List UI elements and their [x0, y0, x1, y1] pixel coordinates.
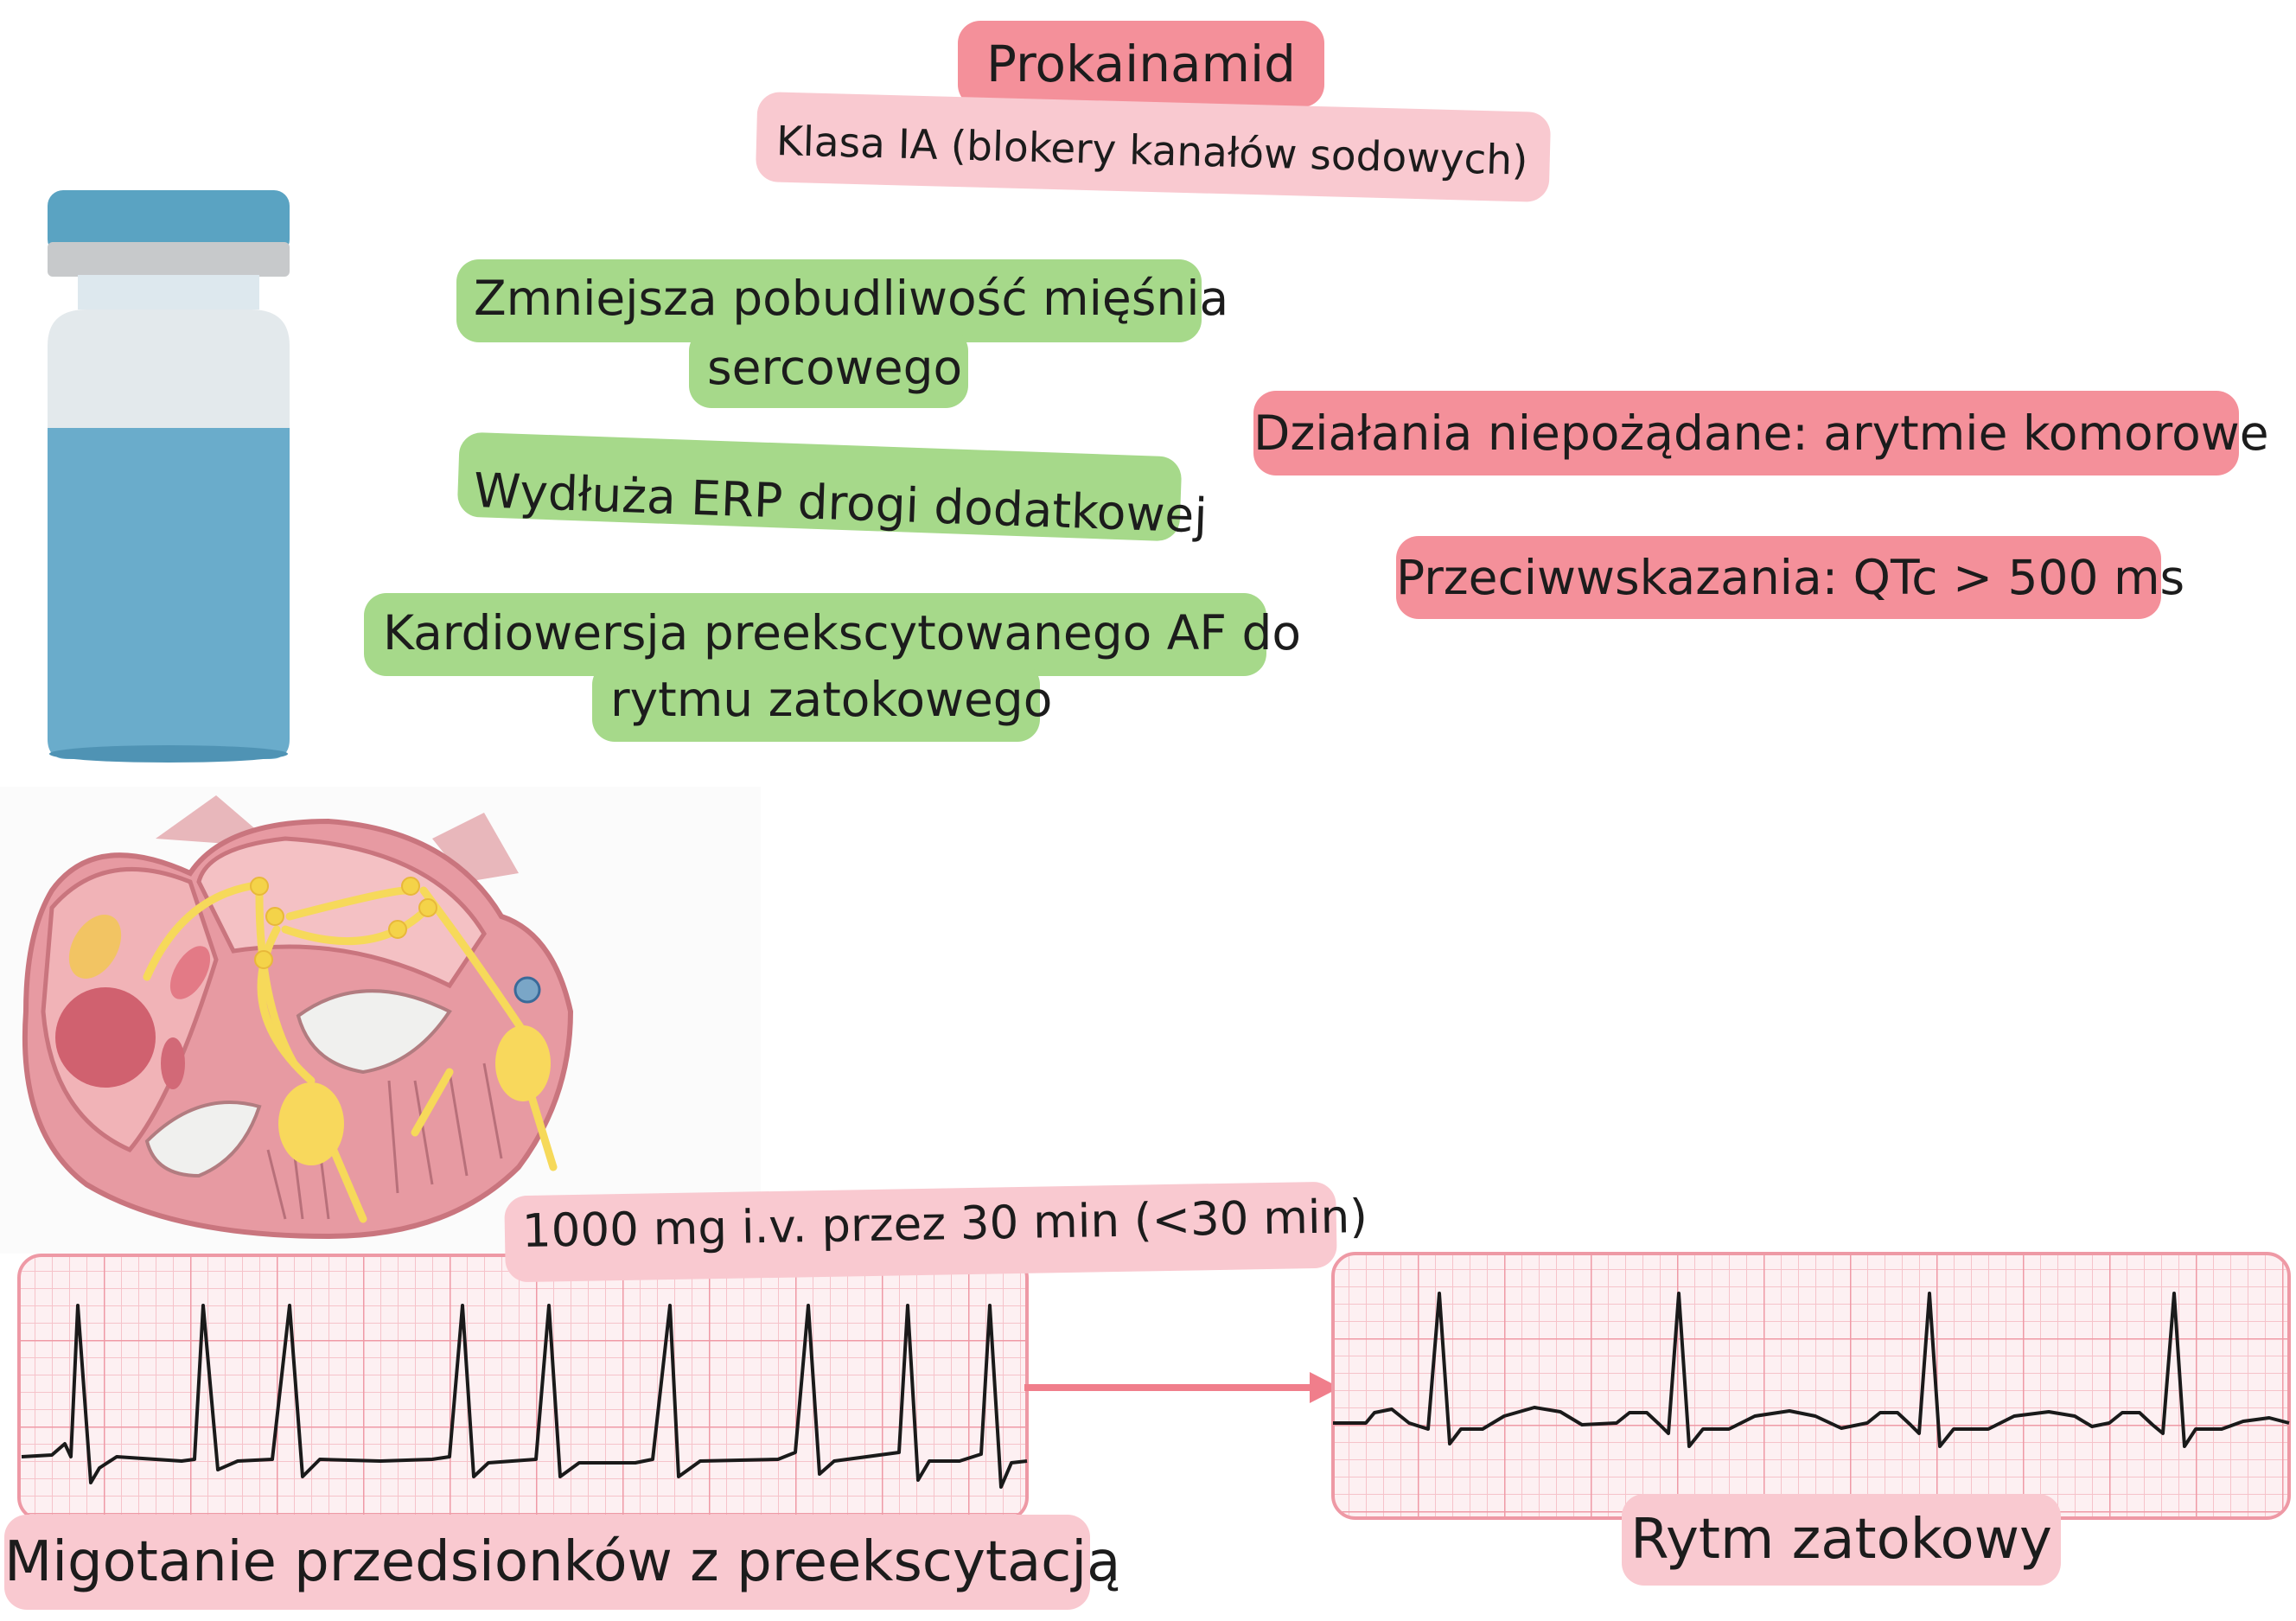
page-title: Prokainamid [958, 21, 1324, 107]
vial-icon [48, 190, 290, 763]
effect-text: sercowego [707, 340, 963, 395]
adverse-effects-badge: Działania niepożądane: arytmie komorowe [1253, 391, 2269, 475]
contraindication-badge: Przeciwwskazania: QTc > 500 ms [1396, 536, 2184, 619]
effect-badge [689, 329, 968, 408]
heart-illustration [0, 787, 761, 1254]
ecg-before-label: Migotanie przedsionków z preekscytacją [4, 1515, 1120, 1610]
effect-badge [592, 662, 1040, 742]
effect-text: Kardiowersja preekscytowanego AF do [383, 605, 1302, 661]
ecg-strip [1331, 1252, 2291, 1520]
ecg-after-label: Rytm zatokowy [1622, 1494, 2061, 1586]
ecg-strip [17, 1254, 1029, 1522]
effect-text: Zmniejsza pobudliwość mięśnia [474, 271, 1229, 326]
effect-text: rytmu zatokowego [610, 672, 1053, 727]
dose-label: 1000 mg i.v. przez 30 min (<30 min) [521, 1190, 1368, 1258]
arrow-right-icon [1024, 1372, 1340, 1403]
